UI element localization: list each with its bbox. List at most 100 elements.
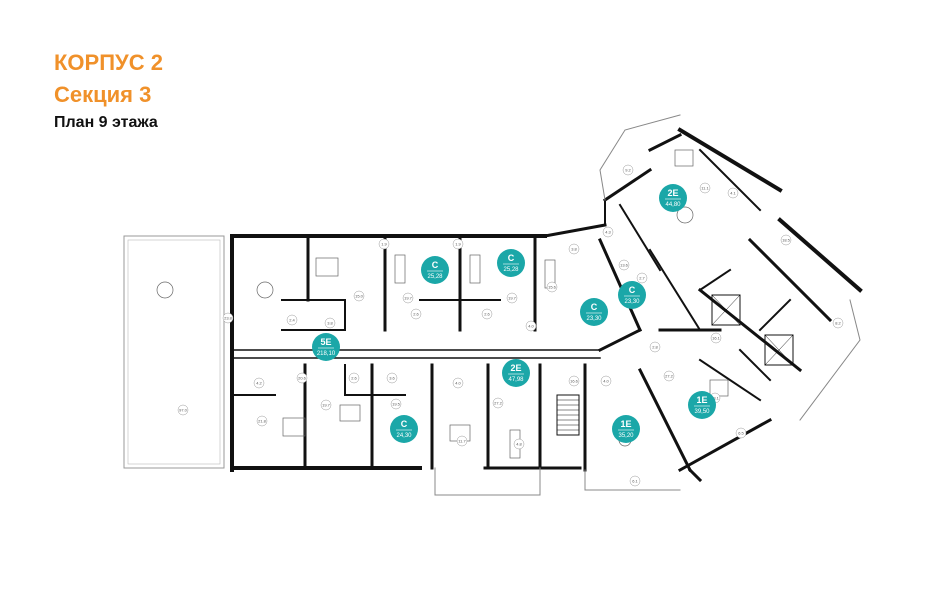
apartment-area: 23,30: [624, 299, 640, 305]
apartment-area: 25,28: [427, 274, 443, 280]
apartment-badge[interactable]: 5E 218,10: [312, 333, 340, 361]
apartment-badge-circle: [421, 256, 449, 284]
apartment-badge[interactable]: 2E 47,98: [502, 359, 530, 387]
room-area-label: 1.9: [378, 238, 390, 250]
room-area-label: 11.7: [456, 435, 468, 447]
floor-plan-title: План 9 этажа: [54, 114, 158, 131]
room-area-label: 6.1: [629, 475, 641, 487]
room-area-label: 3.6: [386, 372, 398, 384]
svg-text:3.6: 3.6: [389, 376, 395, 381]
apartment-type: 1E: [696, 395, 707, 405]
apartment-badge-circle: [390, 415, 418, 443]
apartment-badge[interactable]: C23,30: [618, 281, 646, 309]
apartment-area: 39,50: [694, 409, 710, 415]
room-area-label: 4.0: [600, 375, 612, 387]
svg-text:2.6: 2.6: [351, 376, 357, 381]
apartment-type: 5E: [320, 337, 331, 347]
room-area-label: 15.6: [546, 281, 558, 293]
svg-text:3.8: 3.8: [327, 321, 333, 326]
room-area-label: 15.0: [353, 290, 365, 302]
room-area-label: 6.5: [735, 427, 747, 439]
svg-text:4.0: 4.0: [528, 324, 534, 329]
apartment-badge[interactable]: C 25,28: [421, 256, 449, 284]
svg-text:2.6: 2.6: [413, 312, 419, 317]
walls-upper-wing: [543, 114, 783, 353]
apartment-badge-circle: [580, 298, 608, 326]
room-area-label: 13.6: [618, 259, 630, 271]
room-area-label: 18.5: [780, 234, 792, 246]
svg-text:15.6: 15.6: [548, 285, 557, 290]
room-area-label: 16.6: [568, 375, 580, 387]
room-area-label: 2.8: [649, 341, 661, 353]
svg-text:4.0: 4.0: [603, 379, 609, 384]
apartment-area: 23,30: [586, 316, 602, 322]
room-area-label: 4.2: [253, 377, 265, 389]
svg-text:4.8: 4.8: [516, 442, 522, 447]
apartment-type: C: [432, 260, 439, 270]
apartment-area: 44,80: [665, 202, 681, 208]
apartment-type: C: [508, 253, 515, 263]
apartment-badge[interactable]: C23,30: [580, 298, 608, 326]
room-area-label: 27.2: [492, 397, 504, 409]
room-area-label: 16.1: [710, 332, 722, 344]
room-area-label: 8.2: [832, 317, 844, 329]
apartment-area: 47,98: [508, 377, 524, 383]
svg-text:2.6: 2.6: [484, 312, 490, 317]
apartment-badge[interactable]: 2E 44,80: [659, 184, 687, 212]
svg-text:6.5: 6.5: [738, 431, 744, 436]
apartment-area: 35,20: [618, 433, 634, 439]
apartment-badge[interactable]: C24,30: [390, 415, 418, 443]
svg-text:9.2: 9.2: [625, 168, 631, 173]
terrace-outline: [123, 235, 225, 469]
room-area-label: 3.8: [568, 243, 580, 255]
apartment-badge-circle: [688, 391, 716, 419]
room-area-label: 19.7: [320, 399, 332, 411]
section-title: Секция 3: [54, 82, 152, 107]
svg-text:16.6: 16.6: [570, 379, 579, 384]
svg-text:16.1: 16.1: [712, 336, 721, 341]
room-area-label: 21.8: [256, 415, 268, 427]
room-area-label: 19.5: [390, 398, 402, 410]
room-area-label: 9.2: [622, 164, 634, 176]
room-area-label: 19.7: [506, 292, 518, 304]
svg-text:4.2: 4.2: [256, 381, 262, 386]
apartment-badge-circle: [618, 281, 646, 309]
apartment-badge-circle: [502, 359, 530, 387]
svg-text:2.8: 2.8: [652, 345, 658, 350]
svg-text:11.7: 11.7: [458, 439, 466, 444]
room-area-label: 4.8: [513, 438, 525, 450]
apartment-type: 2E: [667, 188, 678, 198]
room-area-label: 23.8: [222, 312, 234, 324]
room-area-label: 2.6: [481, 308, 493, 320]
room-area-label: 3.8: [324, 317, 336, 329]
room-area-label: 11.1: [699, 182, 711, 194]
room-area-label: 2.6: [348, 372, 360, 384]
room-area-label: 2.4: [286, 314, 298, 326]
apartment-badge[interactable]: 1E 39,50: [688, 391, 716, 419]
apartment-type: 1E: [620, 419, 631, 429]
room-area-label: 97.0: [177, 404, 189, 416]
svg-text:3.8: 3.8: [571, 247, 577, 252]
svg-text:27.2: 27.2: [665, 374, 674, 379]
svg-text:4.0: 4.0: [455, 381, 461, 386]
apartment-badge-circle: [497, 249, 525, 277]
apartment-badge[interactable]: C25,28: [497, 249, 525, 277]
walls: [230, 234, 681, 496]
svg-text:2.4: 2.4: [289, 318, 295, 323]
svg-text:19.7: 19.7: [322, 403, 331, 408]
apartment-type: 2E: [510, 363, 521, 373]
svg-text:23.8: 23.8: [224, 316, 233, 321]
room-area-label: 2.6: [410, 308, 422, 320]
svg-text:19.7: 19.7: [508, 296, 517, 301]
apartment-area: 24,30: [396, 433, 412, 439]
apartment-badge[interactable]: 1E 35,20: [612, 415, 640, 443]
apartment-area: 218,10: [317, 351, 336, 357]
room-area-label: 4.3: [602, 226, 614, 238]
svg-text:20.6: 20.6: [298, 376, 307, 381]
room-area-label: 27.2: [663, 370, 675, 382]
apartment-badge-circle: [312, 333, 340, 361]
apartment-badges: 5E218,10C25,28C25,28C23,30C23,302E44,802…: [312, 184, 716, 443]
svg-text:6.1: 6.1: [632, 479, 638, 484]
